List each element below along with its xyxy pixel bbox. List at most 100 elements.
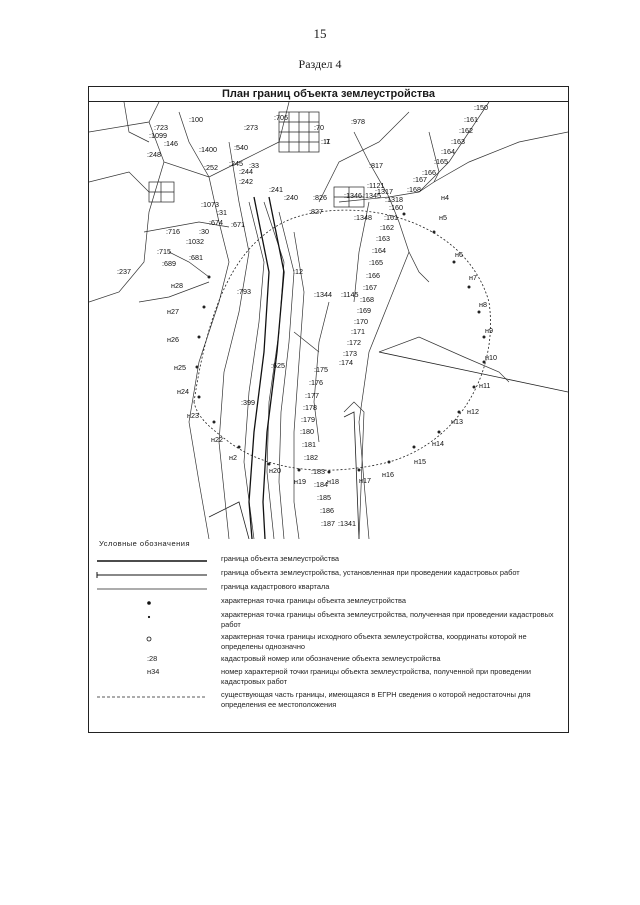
label-point: н8 [479,300,487,309]
lower-right-parcels [208,351,568,539]
parcel-lines [89,102,568,539]
label-cadastral: :681 [189,253,203,262]
legend-text: характерная точка границы исходного объе… [221,632,527,651]
boundary-points [195,212,486,474]
legend: Условные обозначения граница объекта зем… [89,539,568,729]
legend-symbol-dot-filled [147,601,151,605]
label-cadastral: :170 [354,317,368,326]
label-cadastral: :165 [369,258,383,267]
label-cadastral: :30 [199,227,209,236]
label-cadastral: :175 [314,365,328,374]
label-cadastral: :242 [239,177,253,186]
legend-symbol-solid-tick [96,572,207,578]
label-cadastral: :1348 [354,213,372,222]
label-point: н11 [479,381,490,390]
label-cadastral: :186 [320,506,334,515]
label-point: н16 [382,470,394,479]
label-cadastral: :1344 [314,290,332,299]
label-cadastral: :715 [157,247,171,256]
label-point: н19 [294,477,306,486]
label-point: н6 [455,250,463,259]
legend-code: :28 [147,654,158,663]
legend-symbol-dot-open [146,636,152,642]
dense-parcels [148,111,365,208]
label-point: н25 [174,363,186,372]
label-cadastral: :150 [474,103,488,112]
page-number: 15 [313,26,327,41]
label-cadastral: :12 [293,267,303,276]
label-cadastral: :168 [407,185,421,194]
label-point: н27 [167,307,179,316]
label-cadastral: :671 [231,220,245,229]
label-point: н26 [167,335,179,344]
label-cadastral: :70 [314,123,324,132]
legend-code: н34 [147,667,160,676]
plan-frame: План границ объекта землеустройства [88,86,569,733]
legend-text: кадастровый номер или обозначение объект… [221,654,441,663]
label-cadastral: :706 [274,113,288,122]
legend-text: характерная точка границы объекта землеу… [221,596,406,605]
label-point: н24 [177,387,189,396]
label-cadastral: :716 [166,227,180,236]
label-cadastral: :674 [209,218,223,227]
label-cadastral: :185 [317,493,331,502]
legend-symbol-dashed [97,696,207,698]
label-cadastral: :179 [301,415,315,424]
label-point: н12 [467,407,479,416]
label-cadastral: :31 [217,208,227,217]
label-cadastral: :793 [237,287,251,296]
label-cadastral: :625 [271,361,285,370]
label-cadastral: :171 [351,327,365,336]
label-cadastral: :167 [363,283,377,292]
label-cadastral: :172 [347,338,361,347]
label-cadastral: :165 [434,157,448,166]
label-cadastral: :1073 [201,200,219,209]
label-cadastral: :100 [189,115,203,124]
label-cadastral: :178 [303,403,317,412]
label-cadastral: :245 [229,159,243,168]
label-cadastral: :240 [284,193,298,202]
label-cadastral: :399 [241,398,255,407]
point-labels: н4 н5 н6 н7 н8 н9 н10 н11 н12 н13 н14 н1… [167,193,497,486]
label-point: н10 [485,353,497,362]
label-point: н9 [485,326,493,335]
label-cadastral: :817 [369,161,383,170]
label-cadastral: :162 [380,223,394,232]
label-point: н5 [439,213,447,222]
label-cadastral: :169 [357,306,371,315]
legend-text: граница объекта землеустройства [221,554,340,563]
label-cadastral: :1318 [385,195,403,204]
label-cadastral: :163 [376,234,390,243]
legend-text: существующая часть границы, имеющаяся в … [221,690,531,709]
label-cadastral: :252 [204,163,218,172]
road-lines [248,196,285,539]
legend-text: граница объекта землеустройства, установ… [221,568,520,577]
label-cadastral: :1341 [338,519,356,528]
label-cadastral: :174 [339,358,353,367]
label-cadastral: :244 [239,167,253,176]
label-point: н18 [327,477,339,486]
label-cadastral: :1121 [367,181,384,190]
label-cadastral: :161 [384,213,398,222]
label-cadastral: :173 [343,349,357,358]
object-boundary [193,209,491,471]
label-cadastral: :827 [309,207,323,216]
label-cadastral: :723 [154,123,168,132]
label-cadastral: :163 [451,137,465,146]
label-cadastral: :166 [366,271,380,280]
label-point: н20 [269,466,281,475]
label-point: н28 [171,281,183,290]
label-cadastral: :1346 [344,191,362,200]
label-cadastral: :241 [269,185,283,194]
label-cadastral: :7 [324,137,330,146]
label-cadastral: :540 [234,143,248,152]
cadastral-labels: :100 :723 :1099 :146 :540 :248 :1400 :27… [117,103,488,528]
label-cadastral: :164 [372,246,386,255]
boundary-map: :100 :723 :1099 :146 :540 :248 :1400 :27… [89,102,568,539]
label-cadastral: :182 [304,453,318,462]
label-cadastral: :689 [162,259,176,268]
label-point: н13 [451,417,463,426]
legend-heading: Условные обозначения [99,539,191,548]
label-point: н7 [469,273,477,282]
label-cadastral: :237 [117,267,131,276]
